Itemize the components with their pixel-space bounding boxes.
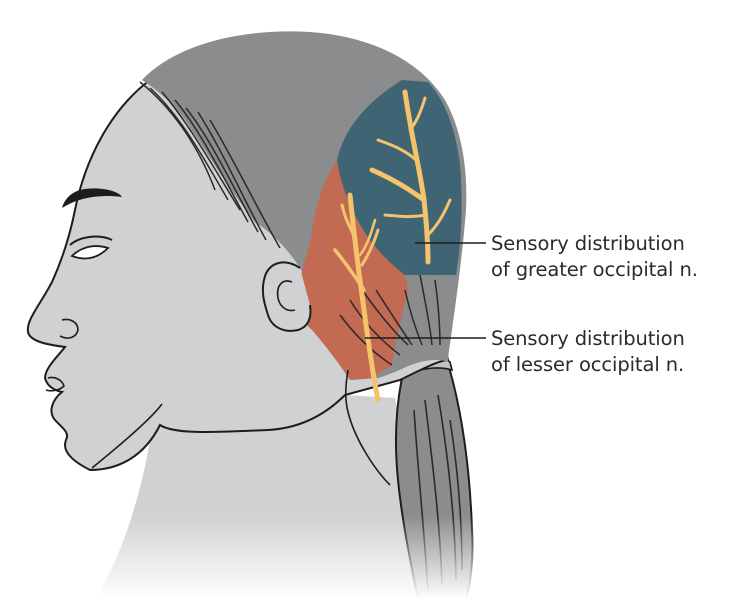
chin-line bbox=[91, 403, 163, 469]
greater-occipital-region bbox=[337, 80, 462, 275]
nostril bbox=[59, 318, 79, 339]
label-greater-line1: Sensory distribution bbox=[491, 232, 685, 255]
label-greater-line2: of greater occipital n. bbox=[491, 258, 698, 281]
label-lesser-line2: of lesser occipital n. bbox=[491, 353, 685, 376]
lesser-occipital-region bbox=[298, 160, 408, 380]
lips bbox=[45, 376, 65, 392]
ear-inner bbox=[276, 280, 296, 312]
label-lesser-occipital: Sensory distribution of lesser occipital… bbox=[491, 326, 685, 378]
eye bbox=[70, 245, 110, 260]
neck-line bbox=[344, 369, 391, 486]
label-lesser-line1: Sensory distribution bbox=[491, 327, 685, 350]
lesser-occipital-nerve bbox=[333, 192, 381, 403]
ear bbox=[261, 261, 312, 332]
label-greater-occipital: Sensory distribution of greater occipita… bbox=[491, 231, 698, 283]
bottom-fade bbox=[0, 515, 750, 599]
eyebrow bbox=[62, 188, 122, 208]
hair-strands bbox=[139, 81, 441, 366]
greater-occipital-nerve bbox=[369, 89, 452, 265]
eyelid bbox=[69, 235, 113, 246]
